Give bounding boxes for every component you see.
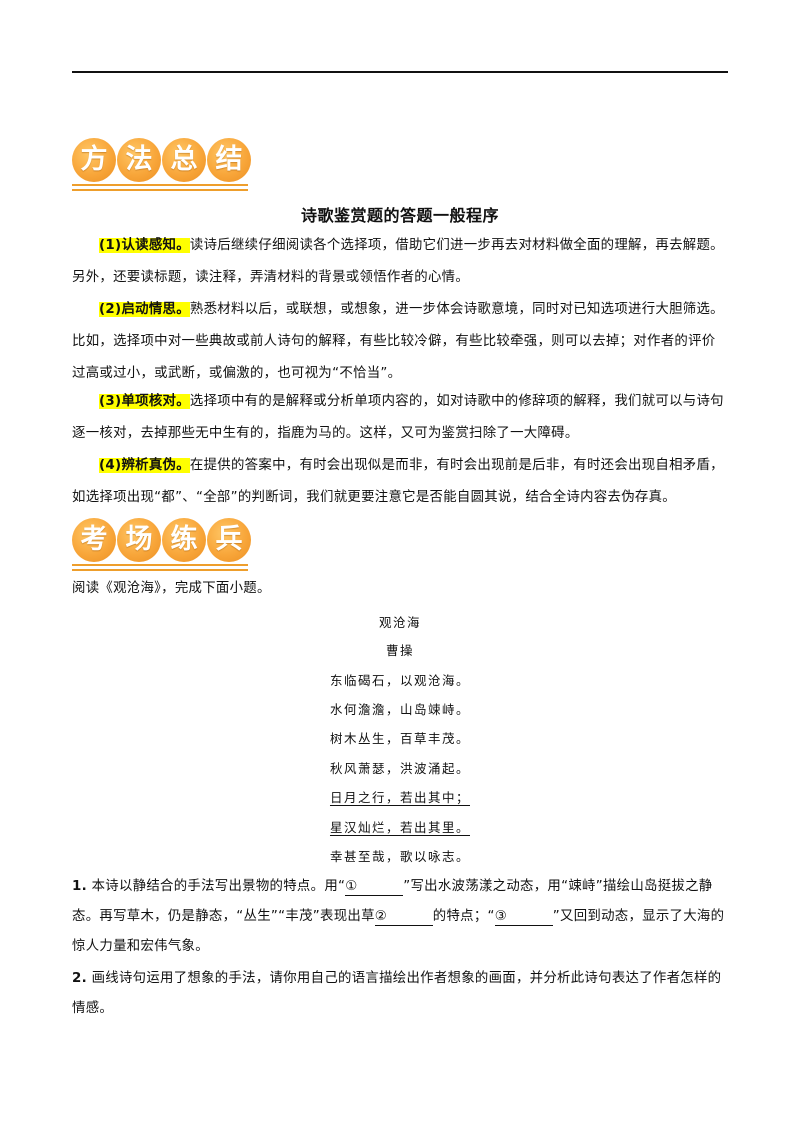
question-text: ”写出水波荡漾之动态，用“竦峙”描绘山岛挺拔之静态。再写草木，仍是静态，“丛生”… [72,879,713,924]
poem-line: 树木丛生，百草丰茂。 [0,728,800,747]
poem-line-text: 水何澹澹，山岛竦峙。 [329,702,470,717]
section-title: 诗歌鉴赏题的答题一般程序 [300,206,499,225]
banner-underline [72,184,248,186]
step-label: (1)认读感知。 [99,238,190,253]
poem-line-underlined: 星汉灿烂，若出其里。 [0,817,800,836]
poem-line-text: 幸甚至哉，歌以咏志。 [329,849,470,864]
poem-line: 幸甚至哉，歌以咏志。 [0,846,800,865]
banner-char: 练 [162,518,206,562]
poem-line-text: 树木丛生，百草丰茂。 [329,731,470,746]
banner-underline [72,189,248,191]
banner-char: 方 [72,138,116,182]
poem-line-text: 秋风萧瑟，洪波涌起。 [329,761,470,776]
banner-underline [72,564,248,566]
step-label: (2)启动情思。 [99,302,190,317]
step-text: 读诗后继续仔细阅读各个选择项，借助它们进一步再去对材料做全面的理解，再去解题。另… [72,238,724,285]
poem-title: 观沧海 [378,615,421,630]
poem-line-text: 东临碣石，以观沧海。 [329,673,470,688]
banner-char: 兵 [207,518,251,562]
banner-char: 总 [162,138,206,182]
question-text: 的特点；“ [432,909,495,924]
header-rule [72,71,728,73]
banner-char: 法 [117,138,161,182]
step-text: 在提供的答案中，有时会出现似是而非，有时会出现前是后非，有时还会出现自相矛盾，如… [72,458,724,505]
poem-author: 曹操 [385,643,414,658]
question-number: 1. [72,879,88,894]
reading-instruction: 阅读《观沧海》，完成下面小题。 [72,581,271,596]
answer-blank[interactable]: ③ [494,909,553,926]
banner-char: 场 [117,518,161,562]
step-paragraph: (4)辨析真伪。在提供的答案中，有时会出现似是而非，有时会出现前是后非，有时还会… [72,450,728,514]
poem-line-text: 日月之行，若出其中； [329,790,470,805]
step-paragraph: (3)单项核对。选择项中有的是解释或分析单项内容的，如对诗歌中的修辞项的解释，我… [72,386,728,450]
question-2: 2. 画线诗句运用了想象的手法，请你用自己的语言描绘出作者想象的画面，并分析此诗… [72,964,728,1024]
step-label: (3)单项核对。 [99,394,190,409]
question-text: 画线诗句运用了想象的手法，请你用自己的语言描绘出作者想象的画面，并分析此诗句表达… [72,971,722,1016]
question-1: 1. 本诗以静结合的手法写出景物的特点。用“①”写出水波荡漾之动态，用“竦峙”描… [72,872,728,962]
answer-blank[interactable]: ① [345,879,404,896]
step-text: 熟悉材料以后，或联想，或想象，进一步体会诗歌意境，同时对已知选项进行大胆筛选。比… [72,302,724,381]
poem-line: 秋风萧瑟，洪波涌起。 [0,758,800,777]
poem-line-text: 星汉灿烂，若出其里。 [329,820,470,835]
step-text: 选择项中有的是解释或分析单项内容的，如对诗歌中的修辞项的解释，我们就可以与诗句逐… [72,394,724,441]
step-paragraph: (2)启动情思。熟悉材料以后，或联想，或想象，进一步体会诗歌意境，同时对已知选项… [72,294,728,390]
banner-method-summary: 方 法 总 结 [72,138,252,198]
poem-line-underlined: 日月之行，若出其中； [0,787,800,806]
question-text: 本诗以静结合的手法写出景物的特点。用“ [91,879,346,894]
step-label: (4)辨析真伪。 [99,458,190,473]
banner-exam-practice: 考 场 练 兵 [72,518,252,578]
poem-line: 水何澹澹，山岛竦峙。 [0,699,800,718]
banner-char: 考 [72,518,116,562]
banner-underline [72,569,248,571]
answer-blank[interactable]: ② [374,909,433,926]
step-paragraph: (1)认读感知。读诗后继续仔细阅读各个选择项，借助它们进一步再去对材料做全面的理… [72,230,728,294]
poem-line: 东临碣石，以观沧海。 [0,670,800,689]
question-number: 2. [72,971,88,986]
banner-char: 结 [207,138,251,182]
question-text: ”又回到动态，显示了大海的惊人力量和宏伟气象。 [72,909,725,954]
